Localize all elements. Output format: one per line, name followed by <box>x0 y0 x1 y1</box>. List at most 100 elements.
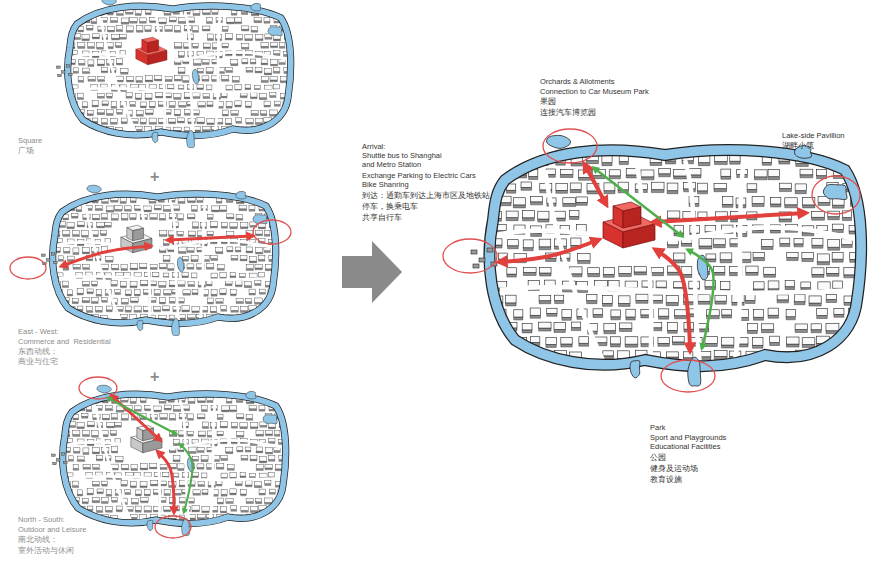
building-roof <box>255 298 263 302</box>
building-block <box>206 281 212 286</box>
building-block <box>202 59 209 64</box>
building-block <box>178 18 186 24</box>
building-side <box>98 80 105 82</box>
building-block <box>273 50 280 55</box>
building-side <box>141 401 147 403</box>
building-roof <box>83 265 90 268</box>
building-roof <box>164 290 172 294</box>
building-block <box>187 264 194 269</box>
building-side <box>126 294 132 296</box>
building-block <box>250 59 255 64</box>
building-block <box>121 314 128 319</box>
building-side <box>150 218 158 220</box>
building-roof <box>73 68 78 72</box>
building-block <box>101 68 107 73</box>
building-roof <box>141 102 147 106</box>
building-roof <box>279 127 286 132</box>
building-roof <box>87 25 93 28</box>
building-side <box>102 123 108 125</box>
building-block <box>125 306 131 312</box>
building-side <box>77 244 84 246</box>
building-roof <box>193 26 199 31</box>
building-side <box>244 286 251 288</box>
building-roof <box>95 206 103 209</box>
building-roof <box>82 231 89 236</box>
building-block <box>274 314 281 320</box>
building-roof <box>126 290 132 294</box>
building-side <box>73 267 81 269</box>
building-roof <box>178 214 184 219</box>
building-roof <box>246 298 252 302</box>
building-side <box>188 235 195 237</box>
building-block <box>154 205 161 210</box>
building-block <box>188 231 195 237</box>
building-roof <box>255 85 261 88</box>
building-block <box>216 248 223 254</box>
building-side <box>73 121 79 123</box>
building-roof <box>256 248 263 253</box>
building-roof <box>78 43 85 47</box>
building-side <box>178 285 185 287</box>
building-roof <box>280 9 288 12</box>
building-side <box>279 63 285 65</box>
building-block <box>261 110 267 115</box>
building-block <box>121 414 128 420</box>
building-block <box>202 26 210 31</box>
building-roof <box>198 102 206 106</box>
building-block <box>78 43 85 49</box>
building-block <box>290 9 297 14</box>
building-block <box>292 34 299 40</box>
building-roof <box>191 256 198 260</box>
building-roof <box>127 77 134 81</box>
building-side <box>130 21 138 23</box>
street <box>101 18 137 135</box>
building-roof <box>87 289 93 292</box>
building-side <box>264 21 270 23</box>
building-roof <box>259 289 265 292</box>
building-side <box>130 218 136 220</box>
building-roof <box>72 230 79 234</box>
building-side <box>217 269 224 271</box>
building-roof <box>121 264 128 268</box>
building-side <box>88 79 96 81</box>
building-side <box>246 71 253 73</box>
building-block <box>106 256 113 262</box>
building-side <box>179 105 187 107</box>
building-side <box>264 105 270 107</box>
building-side <box>264 235 270 237</box>
building-roof <box>159 281 166 285</box>
building-side <box>102 301 108 303</box>
building-block <box>139 264 146 269</box>
building-roof <box>231 255 238 258</box>
building-side <box>236 285 242 287</box>
building-side <box>178 252 186 254</box>
building-roof <box>241 43 248 47</box>
building-roof <box>249 206 255 210</box>
building-block <box>160 297 166 304</box>
building-block <box>82 35 89 41</box>
building-side <box>278 310 285 312</box>
building-side <box>210 311 216 313</box>
building-block <box>193 110 200 115</box>
building-block <box>169 17 176 22</box>
building-side <box>136 30 143 32</box>
building-side <box>279 47 285 49</box>
building-block <box>236 118 242 124</box>
building-block <box>97 43 104 49</box>
small-house <box>69 73 73 75</box>
building-roof <box>182 272 188 276</box>
building-block <box>249 406 257 411</box>
building-block <box>203 126 211 131</box>
building-roof <box>82 35 89 39</box>
building-roof <box>217 264 224 268</box>
building-block <box>178 247 186 253</box>
building-side <box>241 47 248 49</box>
building-block <box>207 118 214 124</box>
building-roof <box>193 59 201 64</box>
building-block <box>136 126 143 131</box>
building-block <box>178 118 185 123</box>
building-roof <box>207 34 213 39</box>
building-roof <box>131 84 139 88</box>
building-block <box>210 222 217 228</box>
building-roof <box>91 297 98 301</box>
